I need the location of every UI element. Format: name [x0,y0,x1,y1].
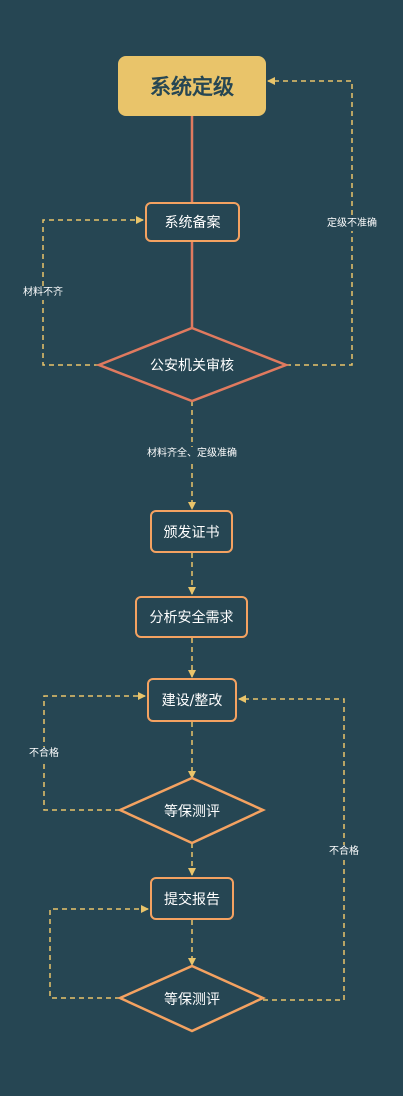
edge-label-fail2: 不合格 [328,845,360,859]
node-report: 提交报告 [150,877,234,920]
edge-label-approved: 材料齐全、定级准确 [146,447,238,461]
node-filing: 系统备案 [145,202,240,242]
loop-assessment2-build [238,695,345,1001]
edge-label-fail1: 不合格 [28,747,60,761]
assessment2-diamond [116,964,267,1033]
node-analysis: 分析安全需求 [135,596,248,638]
loop-assessment2-report [49,905,149,999]
node-certificate: 颁发证书 [150,510,233,553]
review-diamond [95,326,290,403]
node-review-label: 公安机关审核 [150,358,234,374]
node-build: 建设/整改 [147,678,237,722]
node-grading: 系统定级 [118,56,266,116]
loop-assessment1-build [43,692,146,811]
assessment1-diamond [116,776,267,845]
node-assessment2-label: 等保测评 [164,992,220,1008]
node-assessment1-label: 等保测评 [164,804,220,820]
edge-label-incomplete-materials: 材料不齐 [22,286,64,300]
edge-label-inaccurate-grading: 定级不准确 [326,217,378,231]
